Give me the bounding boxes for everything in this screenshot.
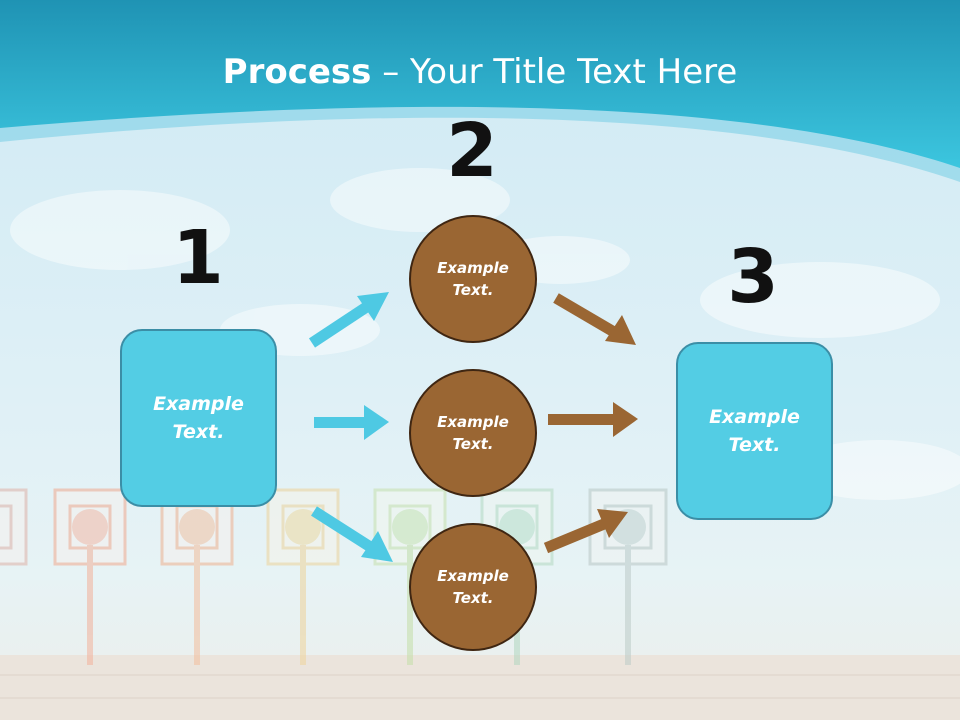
header-band: [0, 0, 960, 168]
socket-1: [0, 488, 28, 566]
step-1-box[interactable]: Example Text.: [120, 329, 277, 507]
step-3-box[interactable]: Example Text.: [676, 342, 833, 520]
step-2-circle-1[interactable]: Example Text.: [409, 215, 537, 343]
arrow-1-to-2c: [311, 506, 393, 562]
step-2-circle-3-text: Example Text.: [437, 566, 509, 608]
step-number-2: 2: [446, 108, 498, 194]
title-separator: –: [371, 52, 411, 92]
step-3-text: Example Text.: [709, 405, 800, 457]
step-2-circle-2-text: Example Text.: [437, 412, 509, 454]
arrow-2a-to-3: [553, 293, 636, 345]
step-number-3: 3: [727, 234, 779, 320]
socket-4: [266, 488, 340, 665]
step-2-circle-3[interactable]: Example Text.: [409, 523, 537, 651]
step-number-1: 1: [172, 215, 224, 301]
arrow-1-to-2a: [308, 292, 389, 348]
step-1-text: Example Text.: [153, 392, 244, 444]
slide-title: Process – Your Title Text Here: [0, 52, 960, 92]
arrow-2b-to-3: [548, 402, 638, 437]
title-strong: Process: [222, 52, 372, 92]
floor: [0, 655, 960, 720]
step-2-circle-2[interactable]: Example Text.: [409, 369, 537, 497]
step-2-circle-1-text: Example Text.: [437, 258, 509, 300]
title-rest: Your Title Text Here: [410, 52, 738, 92]
arrow-1-to-2b: [314, 405, 389, 440]
arrow-2c-to-3: [543, 509, 628, 554]
socket-2: [53, 488, 127, 665]
